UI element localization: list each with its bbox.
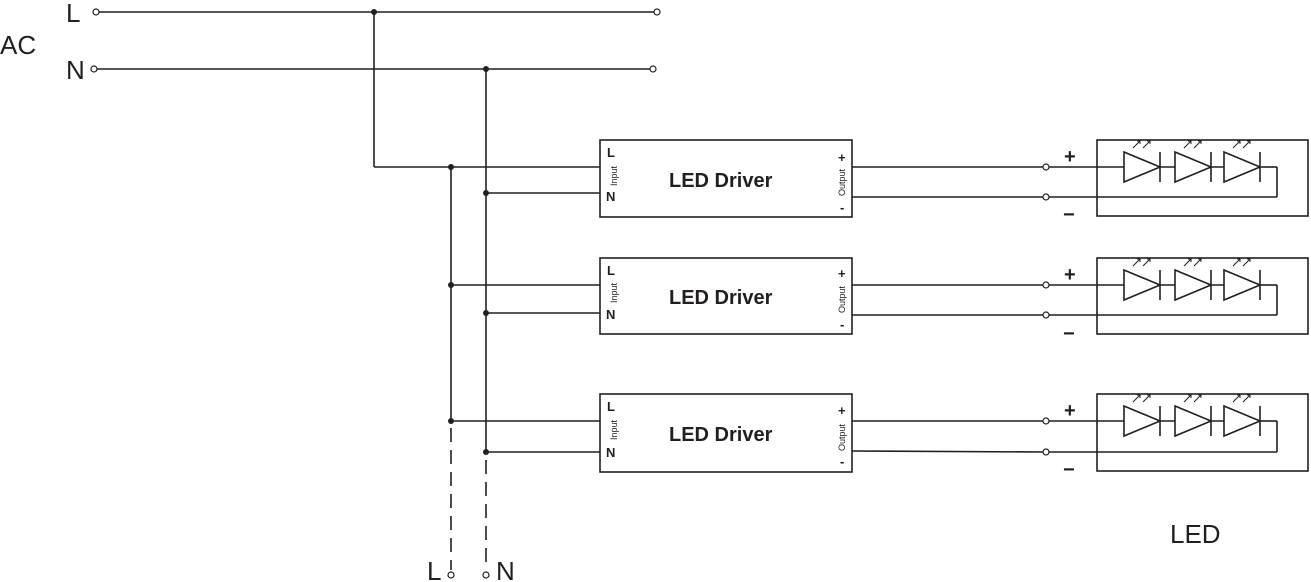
- led-caption: LED: [1170, 519, 1221, 549]
- led-2-diode-2: [1174, 258, 1214, 302]
- driver-1-output-minus: -: [840, 200, 844, 215]
- led-1-diode-3: [1223, 140, 1263, 184]
- driver-3-output-minus: -: [840, 454, 844, 469]
- led-driver-2: L N Input LED Driver Output + -: [599, 257, 853, 335]
- led-1-plus: +: [1064, 146, 1076, 168]
- driver-2-input-l: L: [607, 263, 615, 278]
- ac-label: AC: [0, 30, 36, 60]
- driver-3-title: LED Driver: [669, 424, 773, 446]
- driver-1-output-plus: +: [838, 150, 846, 165]
- driver-3-output-plus: +: [838, 403, 846, 418]
- led-module-1: + −: [1049, 139, 1309, 226]
- driver-1-input-label: Input: [609, 165, 619, 186]
- continuation-line-label: L: [427, 556, 441, 582]
- led-2-plus: +: [1064, 264, 1076, 286]
- driver-1-title: LED Driver: [669, 170, 773, 192]
- driver-2-input-label: Input: [609, 282, 619, 303]
- branch-wires: [448, 190, 600, 455]
- led-2-diode-1: [1123, 258, 1163, 302]
- ac-neutral-label: N: [66, 55, 85, 85]
- driver-3-input-l: L: [607, 399, 615, 414]
- led-1-diode-1: [1123, 140, 1163, 184]
- driver-3-input-n: N: [606, 445, 615, 460]
- driver-2-input-n: N: [606, 307, 615, 322]
- output-wires: [851, 163, 1050, 456]
- led-driver-3: L N Input LED Driver Output + -: [599, 393, 853, 473]
- driver-2-title: LED Driver: [669, 287, 773, 309]
- ac-line-label: L: [66, 0, 80, 28]
- driver-1-output-label: Output: [837, 168, 847, 196]
- driver-3-output-label: Output: [837, 423, 847, 451]
- led-driver-1: L N Input LED Driver Output + -: [599, 139, 853, 218]
- led-3-diode-3: [1223, 394, 1263, 438]
- driver-1-input-l: L: [607, 145, 615, 160]
- driver-2-output-plus: +: [838, 266, 846, 281]
- led-1-diode-2: [1174, 140, 1214, 184]
- main-bus: [90, 8, 661, 453]
- led-2-diode-3: [1223, 258, 1263, 302]
- led-module-3: + −: [1049, 393, 1309, 481]
- led-3-plus: +: [1064, 400, 1076, 422]
- driver-3-input-label: Input: [609, 419, 619, 440]
- led-3-diode-1: [1123, 394, 1163, 438]
- driver-1-input-n: N: [606, 189, 615, 204]
- driver-2-output-minus: -: [840, 317, 844, 332]
- led-2-minus: −: [1063, 323, 1075, 345]
- driver-2-output-label: Output: [837, 285, 847, 313]
- continuation-lines: [447, 428, 490, 579]
- led-3-minus: −: [1063, 459, 1075, 481]
- led-3-diode-2: [1174, 394, 1214, 438]
- led-1-minus: −: [1063, 204, 1075, 226]
- continuation-neutral-label: N: [496, 556, 515, 582]
- led-module-2: + −: [1049, 257, 1309, 345]
